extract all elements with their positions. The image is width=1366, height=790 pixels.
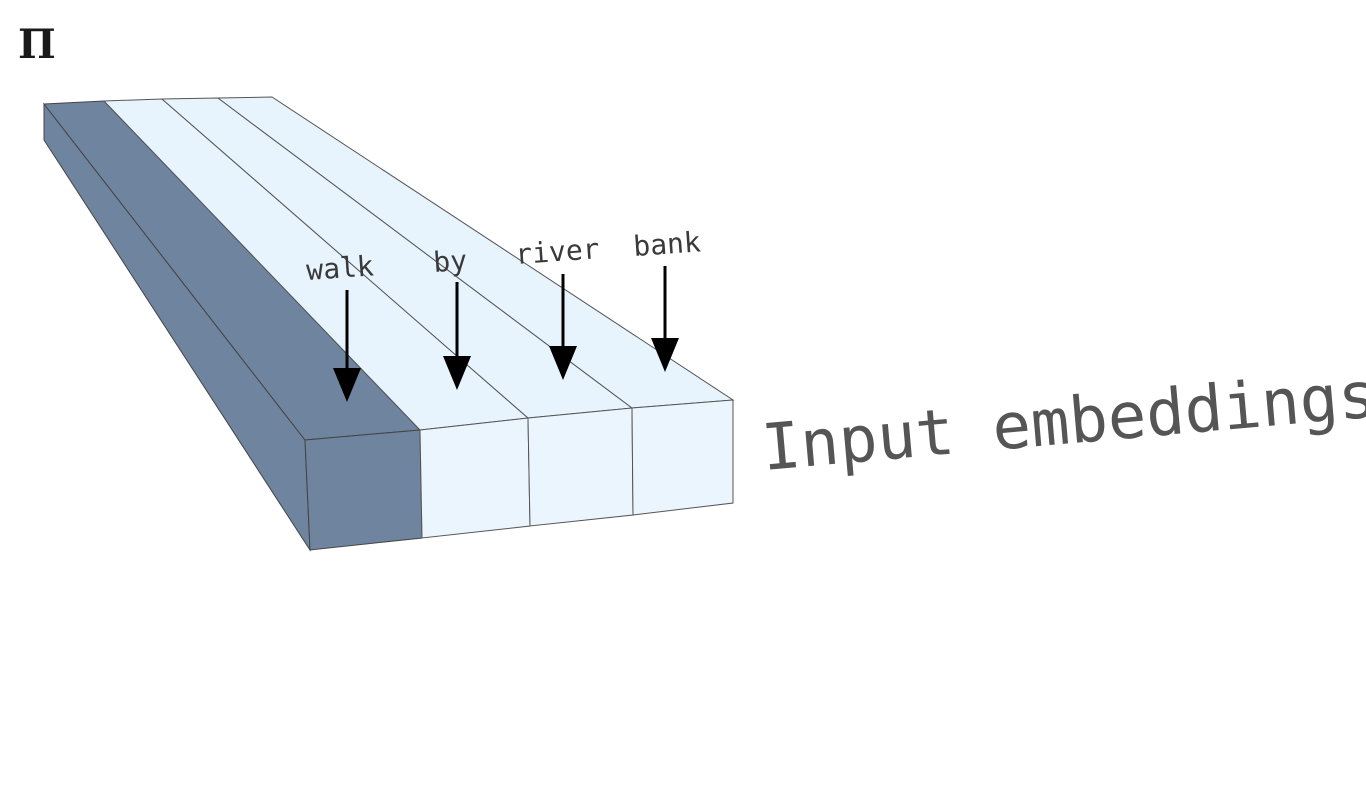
embedding-slab — [43, 96, 735, 552]
arrow-by — [443, 282, 471, 390]
arrow-bank — [651, 266, 679, 372]
arrow-walk — [333, 290, 361, 402]
column-front-3 — [527, 407, 634, 527]
column-front-2 — [419, 417, 531, 539]
token-label-bank: bank — [632, 225, 702, 263]
token-label-river: river — [514, 232, 600, 271]
column-front-highlighted — [304, 429, 423, 551]
token-label-walk: walk — [305, 249, 375, 287]
token-label-by: by — [432, 244, 468, 279]
pi-logo-icon: Π — [18, 21, 56, 68]
arrow-river — [549, 274, 577, 380]
column-front-4 — [631, 399, 734, 516]
token-arrows — [333, 266, 679, 402]
caption-input-embeddings: Input embeddings — [759, 358, 1366, 485]
token-labels: walk by river bank — [305, 225, 702, 287]
